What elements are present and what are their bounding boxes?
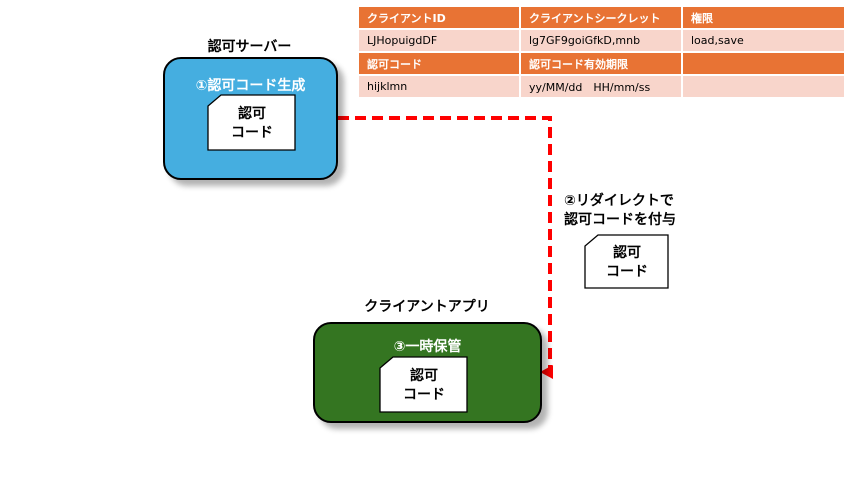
- table-row: クライアントID クライアントシークレット 権限: [359, 7, 844, 28]
- table-row: 認可コード 認可コード有効期限: [359, 53, 844, 74]
- header-client-secret: クライアントシークレット: [521, 7, 681, 28]
- card-line2: コード: [403, 387, 445, 403]
- header-empty: [683, 53, 844, 74]
- table-row: hijklmn yy/MM/dd HH/mm/ss: [359, 76, 844, 97]
- document-icon: [584, 234, 669, 289]
- auth-server-step-label: ①認可コード生成: [195, 78, 306, 94]
- cell-auth-code-expiry: yy/MM/dd HH/mm/ss: [521, 76, 681, 97]
- redirect-label: ②リダイレクトで 認可コードを付与: [564, 192, 676, 230]
- header-auth-code-expiry: 認可コード有効期限: [521, 53, 681, 74]
- client-app-title: クライアントアプリ: [364, 299, 490, 315]
- client-app-box: ③一時保管 認可 コード: [313, 322, 542, 423]
- header-auth-code: 認可コード: [359, 53, 519, 74]
- header-client-id: クライアントID: [359, 7, 519, 28]
- auth-server-title: 認可サーバー: [207, 39, 292, 55]
- auth-server-box: ①認可コード生成 認可 コード: [163, 57, 338, 180]
- cell-client-secret: lg7GF9goiGfkD,mnb: [521, 30, 681, 51]
- redirect-label-line1: ②リダイレクトで: [564, 193, 674, 209]
- auth-code-card: 認可 コード: [207, 94, 297, 152]
- redirect-code-card: 認可 コード: [584, 234, 670, 290]
- stored-code-card: 認可 コード: [379, 356, 469, 414]
- client-app-step-label: ③一時保管: [393, 339, 462, 355]
- header-permissions: 権限: [683, 7, 844, 28]
- cell-empty: [683, 76, 844, 97]
- cell-client-id: LJHopuigdDF: [359, 30, 519, 51]
- table-row: LJHopuigdDF lg7GF9goiGfkD,mnb load,save: [359, 30, 844, 51]
- redirect-arrow-head: [540, 365, 553, 379]
- cell-auth-code: hijklmn: [359, 76, 519, 97]
- card-line2: コード: [231, 125, 273, 141]
- document-icon: [379, 356, 468, 413]
- card-line1: 認可: [613, 245, 641, 261]
- cell-permissions: load,save: [683, 30, 844, 51]
- credentials-table: クライアントID クライアントシークレット 権限 LJHopuigdDF lg7…: [357, 5, 846, 99]
- card-line1: 認可: [410, 368, 438, 384]
- card-line2: コード: [606, 264, 648, 280]
- document-icon: [207, 94, 296, 151]
- redirect-label-line2: 認可コードを付与: [564, 212, 676, 228]
- card-line1: 認可: [238, 106, 266, 122]
